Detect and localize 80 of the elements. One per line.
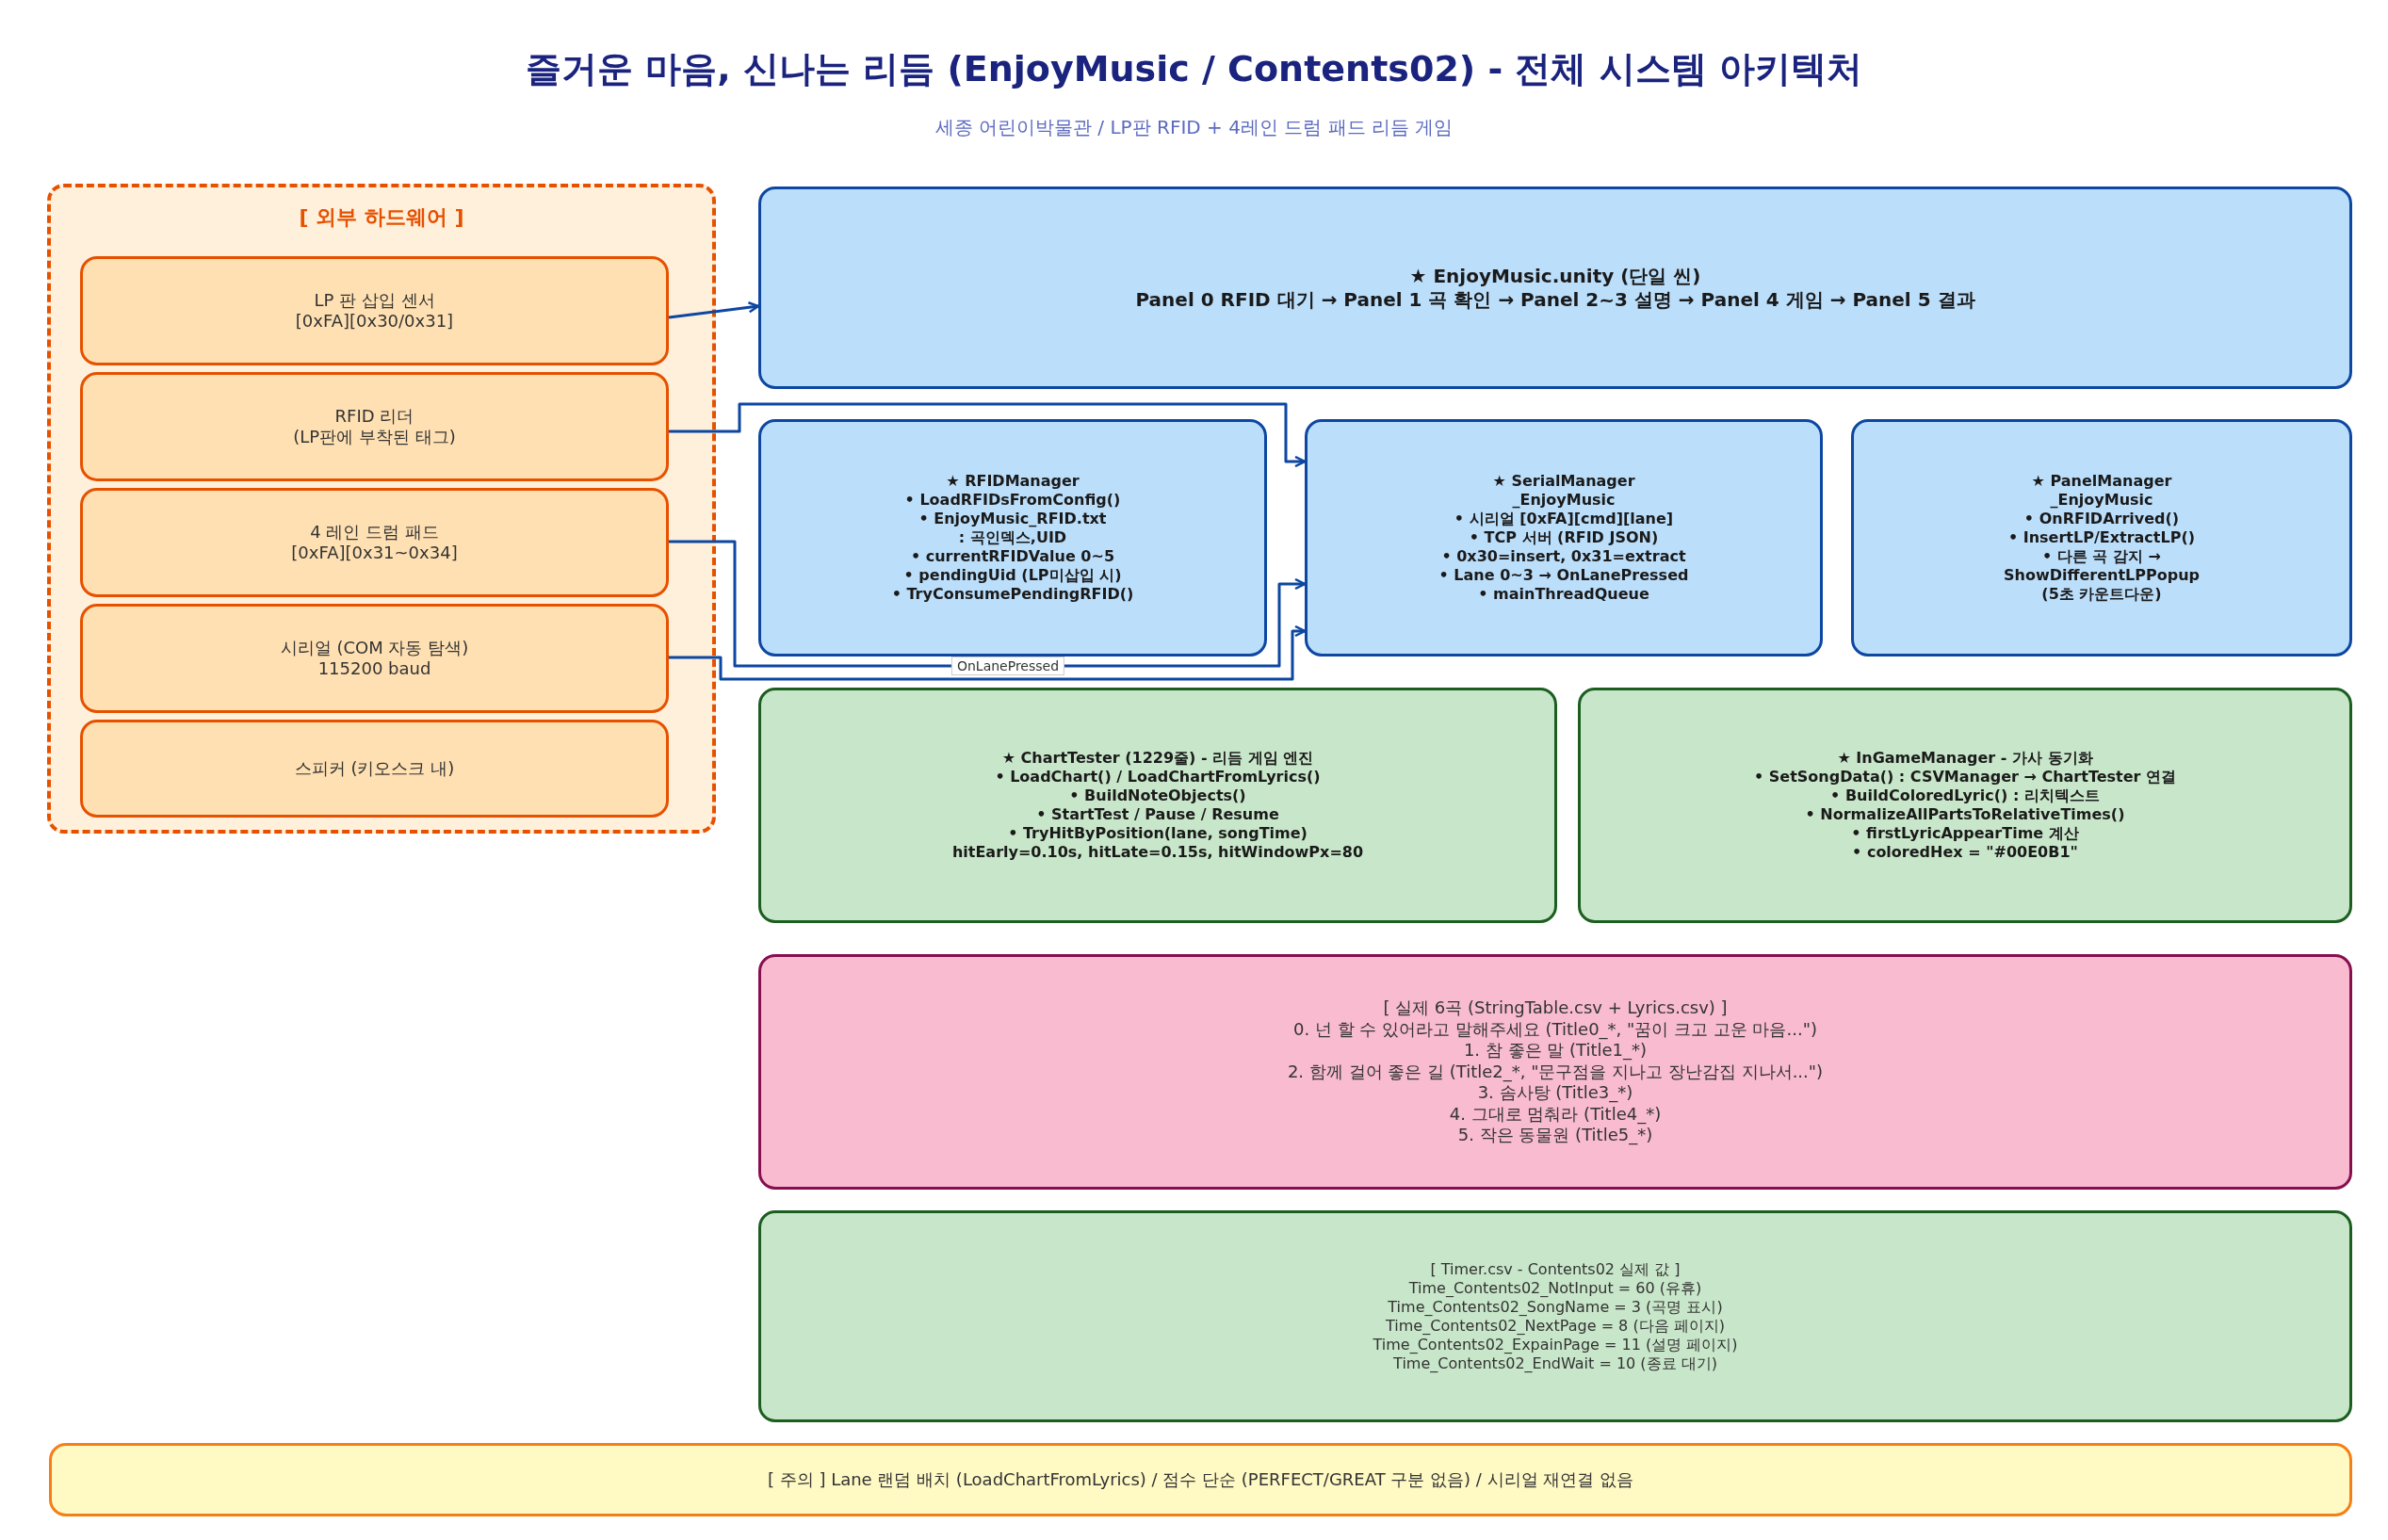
box-text: hitEarly=0.10s, hitLate=0.15s, hitWindowPx=80 (951, 843, 1364, 862)
subtitle: 세종 어린이박물관 / LP판 RFID + 4레인 드럼 패드 리듬 게임 (934, 115, 1454, 140)
arrow (669, 624, 1307, 681)
box-text: • 0x30=insert, 0x31=extract (1441, 547, 1686, 566)
box-text: 스피커 (키오스크 내) (294, 757, 455, 780)
box-text: • pendingUid (LP미삽입 시) (903, 566, 1122, 585)
hardware-box (80, 256, 669, 365)
box-text: 0. 넌 할 수 있어라고 말해주세요 (Title0_*, "꿈이 크고 고운 마음...") (1293, 1018, 1817, 1041)
box-text: • EnjoyMusic_RFID.txt (918, 510, 1107, 528)
box-text: [0xFA][0x31~0x34] (291, 543, 458, 564)
box-text: 시리얼 (COM 자동 탐색) (280, 637, 469, 658)
box-text: • OnRFIDArrived() (2023, 510, 2180, 528)
hardware-box (80, 720, 669, 818)
box-text: ★ EnjoyMusic.unity (단일 씬) (1409, 264, 1701, 288)
box-text: Panel 0 RFID 대기 → Panel 1 곡 확인 → Panel 2~3 설명 → Panel 4 게임 → Panel 5 결과 (1135, 287, 1975, 312)
box-text: • Lane 0~3 → OnLanePressed (1438, 566, 1689, 585)
box-text: • LoadRFIDsFromConfig() (904, 491, 1121, 510)
box-text: [ Timer.csv - Contents02 실제 값 ] (1430, 1259, 1681, 1279)
box-text: • TryHitByPosition(lane, songTime) (1008, 824, 1308, 843)
box-text: • NormalizeAllPartsToRelativeTimes() (1805, 805, 2125, 824)
arrow (668, 301, 760, 319)
box-text: 1. 참 좋은 말 (Title1_*) (1463, 1040, 1648, 1062)
box-text: • BuildColoredLyric() : 리치텍스트 (1830, 786, 2100, 805)
hardware-group-box (47, 184, 716, 834)
box-text: • SetSongData() : CSVManager → ChartTester 연결 (1753, 768, 2177, 786)
box-text: • TCP 서버 (RFID JSON) (1469, 528, 1659, 547)
component-box (1578, 688, 2352, 923)
box-text: Time_Contents02_NotInput = 60 (유휴) (1408, 1278, 1702, 1298)
diagram-title: 즐거운 마음, 신나는 리듬 (EnjoyMusic / Contents02) - 전체 시스템 아키텍처 (525, 47, 1863, 91)
box-text: 4. 그대로 멈춰라 (Title4_*) (1449, 1103, 1662, 1126)
box-text: • 시리얼 [0xFA][cmd][lane] (1454, 510, 1674, 528)
box-text: 3. 솜사탕 (Title3_*) (1477, 1082, 1633, 1104)
box-text: • BuildNoteObjects() (1069, 786, 1246, 805)
arrow (669, 402, 1307, 468)
box-text: Time_Contents02_ExpainPage = 11 (설명 페이지) (1373, 1335, 1738, 1354)
hardware-box (80, 372, 669, 481)
box-text: • mainThreadQueue (1478, 585, 1649, 604)
component-box (758, 688, 1557, 923)
song-list-box (758, 954, 2352, 1190)
component-box (758, 419, 1267, 657)
box-text: RFID 리더 (334, 405, 414, 427)
edge-label: OnLanePressed (950, 657, 1065, 675)
scene-box (758, 186, 2352, 389)
component-box (1305, 419, 1823, 657)
box-text: Time_Contents02_SongName = 3 (곡명 표시) (1388, 1297, 1723, 1317)
box-text: ★ ChartTester (1229줄) - 리듬 게임 엔진 (1001, 749, 1314, 768)
box-text: • currentRFIDValue 0~5 (910, 547, 1115, 566)
box-text: ★ InGameManager - 가사 동기화 (1837, 749, 2093, 768)
group-heading: [ 외부 하드웨어 ] (299, 204, 464, 231)
box-text: (5초 카운트다운) (2041, 585, 2162, 604)
box-text: • TryConsumePendingRFID() (891, 585, 1134, 604)
box-text: (LP판에 부착된 태그) (293, 427, 456, 448)
box-text: _EnjoyMusic (2050, 491, 2153, 510)
box-text: Time_Contents02_EndWait = 10 (종료 대기) (1393, 1354, 1717, 1373)
box-text: ShowDifferentLPPopup (2004, 566, 2200, 585)
box-text: [0xFA][0x30/0x31] (295, 311, 454, 332)
box-text: 5. 작은 동물원 (Title5_*) (1457, 1125, 1653, 1146)
box-text: : 곡인덱스,UID (958, 528, 1067, 547)
hardware-box (80, 488, 669, 597)
box-text: ★ RFIDManager (946, 472, 1080, 491)
hardware-box (80, 604, 669, 713)
box-text: • coloredHex = "#00E0B1" (1852, 843, 2078, 862)
box-text: ★ PanelManager (2031, 472, 2172, 491)
box-text: Time_Contents02_NextPage = 8 (다음 페이지) (1386, 1316, 1725, 1336)
box-text: • LoadChart() / LoadChartFromLyrics() (995, 768, 1321, 786)
box-text: 2. 함께 걸어 좋은 길 (Title2_*, "문구점을 지나고 장난감집 지나서...") (1287, 1061, 1824, 1083)
box-text: • firstLyricAppearTime 계산 (1851, 824, 2079, 843)
box-text: • InsertLP/ExtractLP() (2007, 528, 2196, 547)
box-text: [ 주의 ] Lane 랜덤 배치 (LoadChartFromLyrics) / 점수 단순 (PERFECT/GREAT 구분 없음) / 시리얼 재연결 없음 (767, 1468, 1634, 1491)
timer-values-box (758, 1210, 2352, 1422)
box-text: • StartTest / Pause / Resume (1036, 805, 1279, 824)
box-text: _EnjoyMusic (1512, 491, 1616, 510)
box-text: • 다른 곡 감지 → (2042, 547, 2161, 566)
component-box (1851, 419, 2352, 657)
box-text: 4 레인 드럼 패드 (310, 521, 439, 543)
box-text: 115200 baud (317, 658, 431, 680)
box-text: [ 실제 6곡 (StringTable.csv + Lyrics.csv) ] (1383, 997, 1728, 1019)
box-text: ★ SerialManager (1492, 472, 1635, 491)
note-box (49, 1443, 2352, 1516)
box-text: LP 판 삽입 센서 (314, 289, 435, 311)
